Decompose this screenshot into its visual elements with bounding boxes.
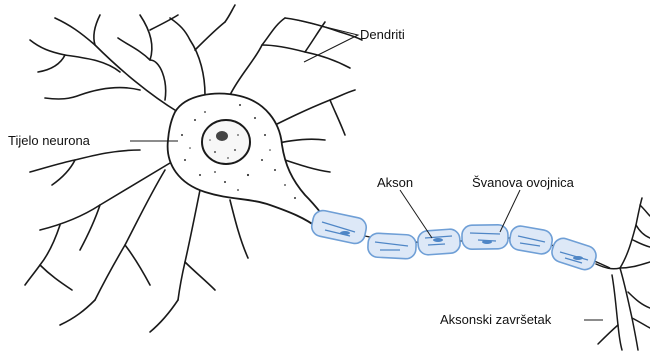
label-schwann-sheath: Švanova ovojnica <box>472 176 574 190</box>
axon-terminal <box>596 198 650 350</box>
schwann-sheath <box>310 209 599 273</box>
label-cell-body: Tijelo neurona <box>8 134 90 148</box>
nucleolus <box>216 131 228 141</box>
nucleus <box>202 120 250 164</box>
cell-body <box>168 94 325 228</box>
leader-schwann <box>500 190 520 232</box>
label-axon-terminal: Aksonski završetak <box>440 313 551 327</box>
leader-axon <box>400 190 432 238</box>
leader-dendrites <box>297 20 358 62</box>
label-axon: Akson <box>377 176 413 190</box>
label-dendrites: Dendriti <box>360 28 405 42</box>
